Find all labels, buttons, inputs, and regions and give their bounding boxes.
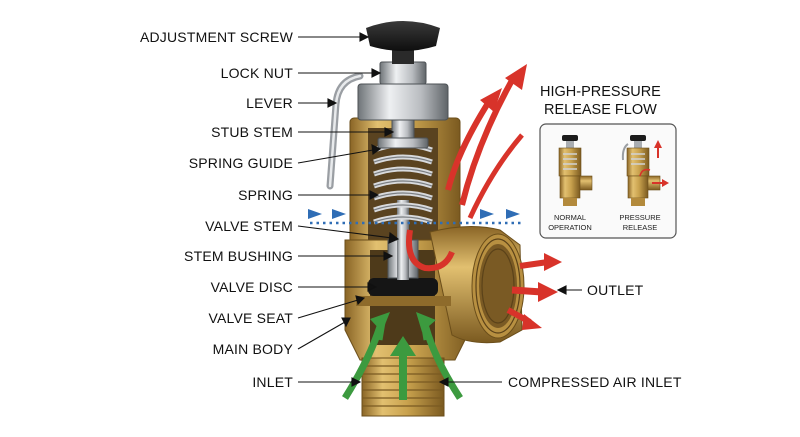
release-flow-inset: HIGH-PRESSURE RELEASE FLOW [539, 84, 677, 239]
inset-normal-line2: OPERATION [548, 223, 592, 232]
label-adjustment-screw: ADJUSTMENT SCREW [140, 29, 294, 45]
label-compressed-air-inlet: COMPRESSED AIR INLET [508, 374, 682, 390]
label-stem-bushing: STEM BUSHING [184, 248, 293, 264]
inset-title-line2: RELEASE FLOW [544, 102, 657, 118]
label-main-body: MAIN BODY [213, 341, 294, 357]
part-labels: ADJUSTMENT SCREW LOCK NUT LEVER STUB STE… [140, 29, 682, 390]
label-valve-disc: VALVE DISC [211, 279, 293, 295]
label-valve-seat: VALVE SEAT [209, 310, 294, 326]
red-release-arrows [406, 64, 562, 330]
inset-release-line1: PRESSURE [619, 213, 660, 222]
inset-title-line1: HIGH-PRESSURE [540, 84, 661, 100]
mini-valve-release [621, 135, 669, 206]
inset-normal-line1: NORMAL [554, 213, 586, 222]
valve-seat-shape [356, 296, 451, 306]
adjustment-knob [366, 21, 440, 51]
green-inlet-arrows [342, 312, 463, 400]
blue-dotted-flow-line [308, 209, 522, 225]
outlet-threads [475, 238, 521, 334]
mini-valve-normal [558, 135, 593, 206]
knob-neck [392, 48, 414, 64]
label-spring-guide: SPRING GUIDE [189, 155, 293, 171]
leader-lines [297, 32, 582, 387]
upper-housing [357, 83, 449, 121]
label-valve-stem: VALVE STEM [205, 218, 293, 234]
label-spring: SPRING [238, 187, 293, 203]
label-lock-nut: LOCK NUT [221, 65, 294, 81]
lock-nut-shape [379, 61, 427, 85]
valve-illustration [326, 21, 525, 417]
label-inlet: INLET [252, 374, 293, 390]
label-stub-stem: STUB STEM [211, 124, 293, 140]
valve-stem-shape [397, 200, 409, 280]
inset-release-line2: RELEASE [623, 223, 658, 232]
spring-guide-shape [377, 137, 429, 149]
label-lever: LEVER [246, 95, 293, 111]
valve-disc-shape [368, 278, 438, 296]
label-outlet: OUTLET [587, 282, 644, 298]
